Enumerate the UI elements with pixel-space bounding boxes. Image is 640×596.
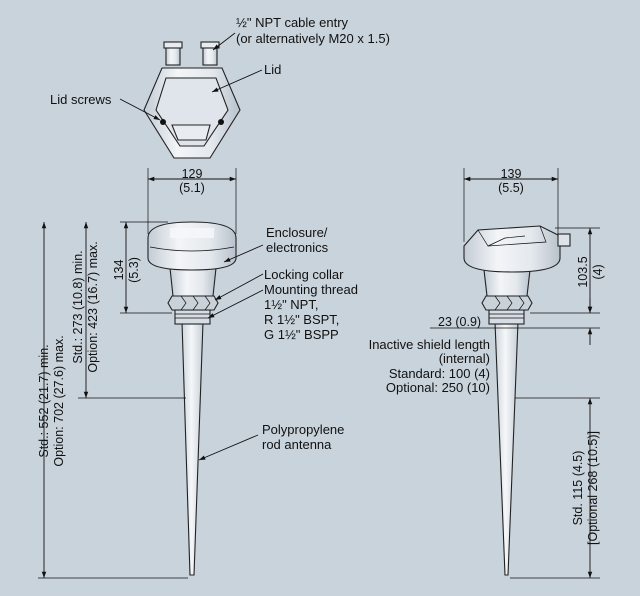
cable-entry-side	[557, 233, 571, 247]
dim-tip-optional: [Optional 268 (10.5)]	[586, 431, 600, 545]
label-locking-collar: Locking collar	[264, 267, 344, 282]
lid-screw-right	[218, 119, 224, 125]
enclosure-side	[463, 225, 561, 273]
front-view	[147, 221, 237, 576]
dim-collar: 23 (0.9)	[438, 315, 481, 329]
mounting-thread-front	[174, 309, 211, 325]
dim-total-std: Std.: 552 (21.7) min.	[37, 344, 51, 457]
dim-width-front: 129	[182, 167, 203, 181]
label-mounting-thread: Mounting thread	[264, 282, 358, 297]
dim-std-height: Std.: 273 (10.8) min.	[71, 250, 85, 363]
dim-enclosure-height: 134	[112, 260, 126, 281]
label-internal: (internal)	[439, 351, 490, 366]
rod-antenna-side	[494, 321, 519, 576]
label-thread-npt: 1½" NPT,	[264, 297, 318, 312]
label-lid-screws: Lid screws	[50, 92, 112, 107]
label-standard-length: Standard: 100 (4)	[389, 366, 490, 381]
dim-side-height: 103.5	[576, 256, 590, 287]
label-cable-entry: ½" NPT cable entry	[236, 15, 349, 30]
lid-screw-left	[160, 119, 166, 125]
label-optional-length: Optional: 250 (10)	[386, 380, 490, 395]
label-thread-bspp: G 1½" BSPP	[264, 327, 339, 342]
dim-width-side: 139	[501, 167, 522, 181]
label-rod-antenna: rod antenna	[262, 437, 332, 452]
label-inactive-shield: Inactive shield length	[369, 337, 490, 352]
dim-side-height-in: (4)	[591, 264, 605, 279]
label-cable-entry-alt: (or alternatively M20 x 1.5)	[236, 31, 390, 46]
top-view-lid	[143, 41, 241, 159]
rod-antenna-front	[181, 321, 204, 576]
locking-collar-front	[167, 295, 219, 311]
dim-total-option: Option: 702 (27.6) max.	[52, 335, 66, 466]
dim-width-side-in: (5.5)	[498, 181, 524, 195]
label-polypropylene: Polypropylene	[262, 422, 344, 437]
dim-tip-std: Std. 115 (4.5)	[571, 451, 585, 526]
dim-enclosure-height-in: (5.3)	[127, 257, 141, 283]
label-electronics: electronics	[266, 240, 329, 255]
side-view	[463, 225, 571, 576]
dim-width-front-in: (5.1)	[179, 181, 205, 195]
label-enclosure: Enclosure/	[266, 225, 328, 240]
label-thread-bspt: R 1½" BSPT,	[264, 312, 339, 327]
dim-option-height: Option: 423 (16.7) max.	[86, 241, 100, 372]
locking-collar-side	[481, 295, 533, 311]
label-lid: Lid	[264, 62, 281, 77]
mounting-thread-side	[488, 309, 525, 325]
